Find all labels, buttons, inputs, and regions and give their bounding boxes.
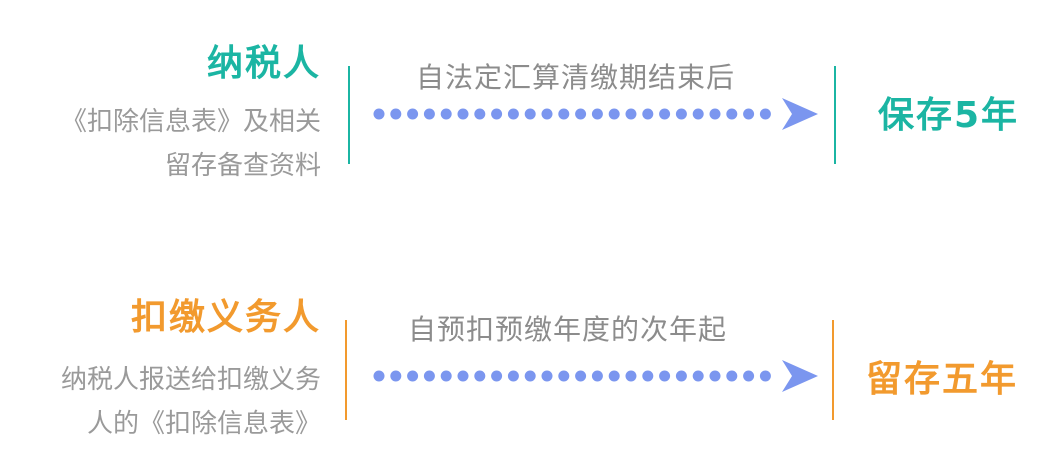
withholding-agent-arrow-dot bbox=[440, 370, 452, 382]
withholding-agent-description: 纳税人报送给扣缴义务 人的《扣除信息表》 bbox=[61, 358, 321, 446]
withholding-agent-arrow-dot bbox=[726, 370, 738, 382]
withholding-agent-condition: 自预扣预缴年度的次年起 bbox=[408, 313, 728, 346]
withholding-agent-arrow-dot bbox=[692, 370, 704, 382]
withholding-agent-arrow-dot bbox=[390, 370, 402, 382]
taxpayer-description-line-2: 留存备查资料 bbox=[164, 151, 321, 181]
taxpayer-title: 纳税人 bbox=[206, 43, 321, 84]
taxpayer-arrow-dot bbox=[759, 108, 771, 120]
withholding-agent-arrow-dot bbox=[373, 370, 385, 382]
taxpayer-arrow-dot bbox=[726, 108, 738, 120]
taxpayer-arrow-dot bbox=[692, 108, 704, 120]
withholding-agent-arrow-dot bbox=[524, 370, 536, 382]
withholding-agent-description-line-2: 人的《扣除信息表》 bbox=[86, 409, 321, 439]
taxpayer-arrow-dot bbox=[507, 108, 519, 120]
taxpayer-arrow-dot bbox=[591, 108, 603, 120]
taxpayer-arrow-arrowhead bbox=[782, 98, 818, 130]
withholding-agent-arrow-dot bbox=[709, 370, 721, 382]
withholding-agent-arrow-dot bbox=[675, 370, 687, 382]
taxpayer-description: 《扣除信息表》及相关 留存备查资料 bbox=[61, 100, 321, 188]
taxpayer-condition: 自法定汇算清缴期结束后 bbox=[416, 61, 736, 94]
withholding-agent-arrow-dot bbox=[743, 370, 755, 382]
withholding-agent-right-divider bbox=[832, 320, 834, 420]
withholding-agent-arrow-dot bbox=[558, 370, 570, 382]
taxpayer-arrow-dot bbox=[675, 108, 687, 120]
withholding-agent-arrow-dot bbox=[608, 370, 620, 382]
withholding-agent-left-divider bbox=[345, 320, 347, 420]
taxpayer-row: 纳税人 《扣除信息表》及相关 留存备查资料 自法定汇算清缴期结束后 保存5年 bbox=[61, 43, 1020, 188]
taxpayer-arrow-dot bbox=[608, 108, 620, 120]
taxpayer-arrow-dot bbox=[491, 108, 503, 120]
taxpayer-arrow-dot bbox=[390, 108, 402, 120]
taxpayer-left-divider bbox=[348, 66, 350, 164]
withholding-agent-arrow-dot bbox=[474, 370, 486, 382]
taxpayer-arrow-dot bbox=[373, 108, 385, 120]
taxpayer-arrow-dot bbox=[474, 108, 486, 120]
withholding-agent-arrow-dot bbox=[591, 370, 603, 382]
taxpayer-right-divider bbox=[834, 66, 836, 164]
taxpayer-arrow-dot bbox=[541, 108, 553, 120]
taxpayer-arrow-dot bbox=[524, 108, 536, 120]
withholding-agent-arrow-dot bbox=[507, 370, 519, 382]
withholding-agent-arrow-dot bbox=[457, 370, 469, 382]
taxpayer-arrow-dot bbox=[625, 108, 637, 120]
taxpayer-dotted-arrow bbox=[373, 98, 818, 130]
taxpayer-arrow-dot bbox=[709, 108, 721, 120]
taxpayer-arrow-dot bbox=[423, 108, 435, 120]
withholding-agent-arrow-dot bbox=[625, 370, 637, 382]
withholding-agent-arrow-arrowhead bbox=[782, 360, 818, 392]
withholding-agent-arrow-dot bbox=[407, 370, 419, 382]
withholding-agent-arrow-dot bbox=[759, 370, 771, 382]
taxpayer-retention-period: 保存5年 bbox=[878, 95, 1020, 136]
withholding-agent-dotted-arrow bbox=[373, 360, 818, 392]
withholding-agent-title: 扣缴义务人 bbox=[130, 297, 321, 338]
taxpayer-arrow-dot bbox=[575, 108, 587, 120]
taxpayer-arrow-dot bbox=[659, 108, 671, 120]
withholding-agent-arrow-dot bbox=[642, 370, 654, 382]
withholding-agent-arrow-dot bbox=[423, 370, 435, 382]
taxpayer-arrow-dot bbox=[407, 108, 419, 120]
withholding-agent-arrow-dot bbox=[491, 370, 503, 382]
withholding-agent-arrow-dot bbox=[575, 370, 587, 382]
withholding-agent-arrow-dot bbox=[541, 370, 553, 382]
taxpayer-arrow-dot bbox=[743, 108, 755, 120]
taxpayer-arrow-dot bbox=[642, 108, 654, 120]
withholding-agent-retention-period: 留存五年 bbox=[866, 359, 1019, 400]
taxpayer-description-line-1: 《扣除信息表》及相关 bbox=[60, 107, 321, 137]
withholding-agent-description-line-1: 纳税人报送给扣缴义务 bbox=[60, 365, 321, 395]
taxpayer-arrow-dot bbox=[457, 108, 469, 120]
taxpayer-arrow-dot bbox=[558, 108, 570, 120]
withholding-agent-arrow-dot bbox=[659, 370, 671, 382]
withholding-agent-row: 扣缴义务人 纳税人报送给扣缴义务 人的《扣除信息表》 自预扣预缴年度的次年起 留… bbox=[0, 236, 1055, 472]
taxpayer-arrow-dot bbox=[440, 108, 452, 120]
